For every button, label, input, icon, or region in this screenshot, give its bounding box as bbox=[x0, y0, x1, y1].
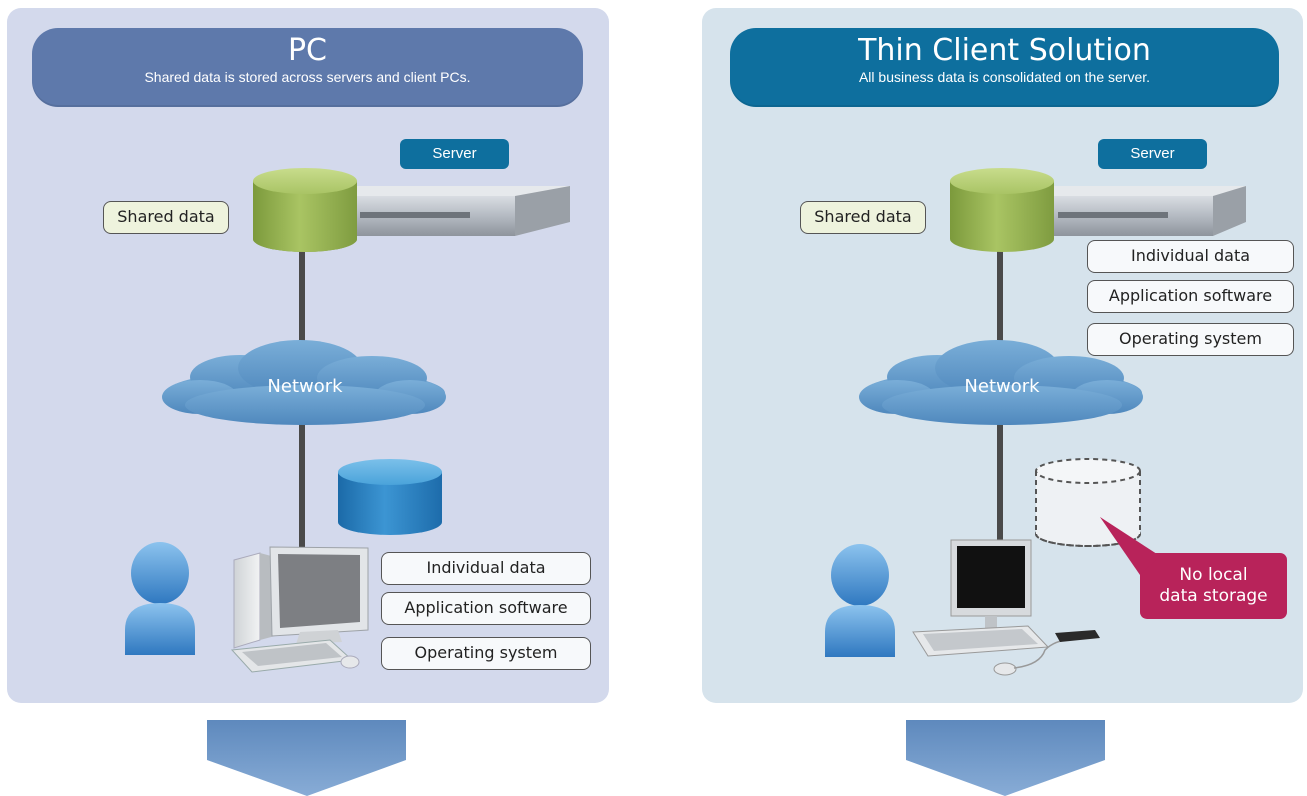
left-subtitle: Shared data is stored across servers and… bbox=[144, 69, 471, 85]
left-down-arrow bbox=[207, 720, 406, 796]
left-shared-data-label: Shared data bbox=[103, 201, 229, 234]
right-header: Thin Client Solution All business data i… bbox=[730, 28, 1279, 107]
right-down-arrow bbox=[906, 720, 1105, 796]
right-no-storage-callout: No local data storage bbox=[1140, 565, 1287, 607]
right-user-person bbox=[825, 544, 895, 657]
right-thin-client-terminal bbox=[912, 539, 1100, 676]
right-server-box bbox=[1043, 186, 1246, 236]
right-stack-application-software: Application software bbox=[1087, 280, 1294, 313]
callout-line-1: No local bbox=[1179, 565, 1248, 585]
right-shared-data-label: Shared data bbox=[800, 201, 926, 234]
right-empty-storage-cylinder bbox=[1035, 458, 1141, 547]
right-title: Thin Client Solution bbox=[858, 33, 1151, 68]
right-network-label: Network bbox=[964, 376, 1040, 397]
right-stack-individual-data: Individual data bbox=[1087, 240, 1294, 273]
left-server-label: Server bbox=[400, 139, 509, 169]
left-local-data-cylinder bbox=[338, 459, 442, 535]
left-title: PC bbox=[287, 33, 328, 68]
right-shared-data-cylinder bbox=[950, 168, 1054, 252]
left-network-label: Network bbox=[267, 376, 343, 397]
left-network-cloud bbox=[162, 340, 446, 425]
right-network-cloud bbox=[859, 340, 1143, 425]
right-server-label: Server bbox=[1098, 139, 1207, 169]
left-user-person bbox=[125, 542, 195, 655]
left-stack-operating-system: Operating system bbox=[381, 637, 591, 670]
callout-line-2: data storage bbox=[1159, 586, 1268, 606]
right-stack-operating-system: Operating system bbox=[1087, 323, 1294, 356]
left-shared-data-cylinder bbox=[253, 168, 357, 252]
right-no-storage-callout-shape bbox=[1100, 517, 1287, 619]
left-header: PC Shared data is stored across servers … bbox=[32, 28, 583, 107]
left-pc-computer bbox=[230, 546, 369, 673]
left-stack-individual-data: Individual data bbox=[381, 552, 591, 585]
left-server-box bbox=[345, 186, 570, 236]
right-subtitle: All business data is consolidated on the… bbox=[858, 69, 1151, 85]
left-stack-application-software: Application software bbox=[381, 592, 591, 625]
